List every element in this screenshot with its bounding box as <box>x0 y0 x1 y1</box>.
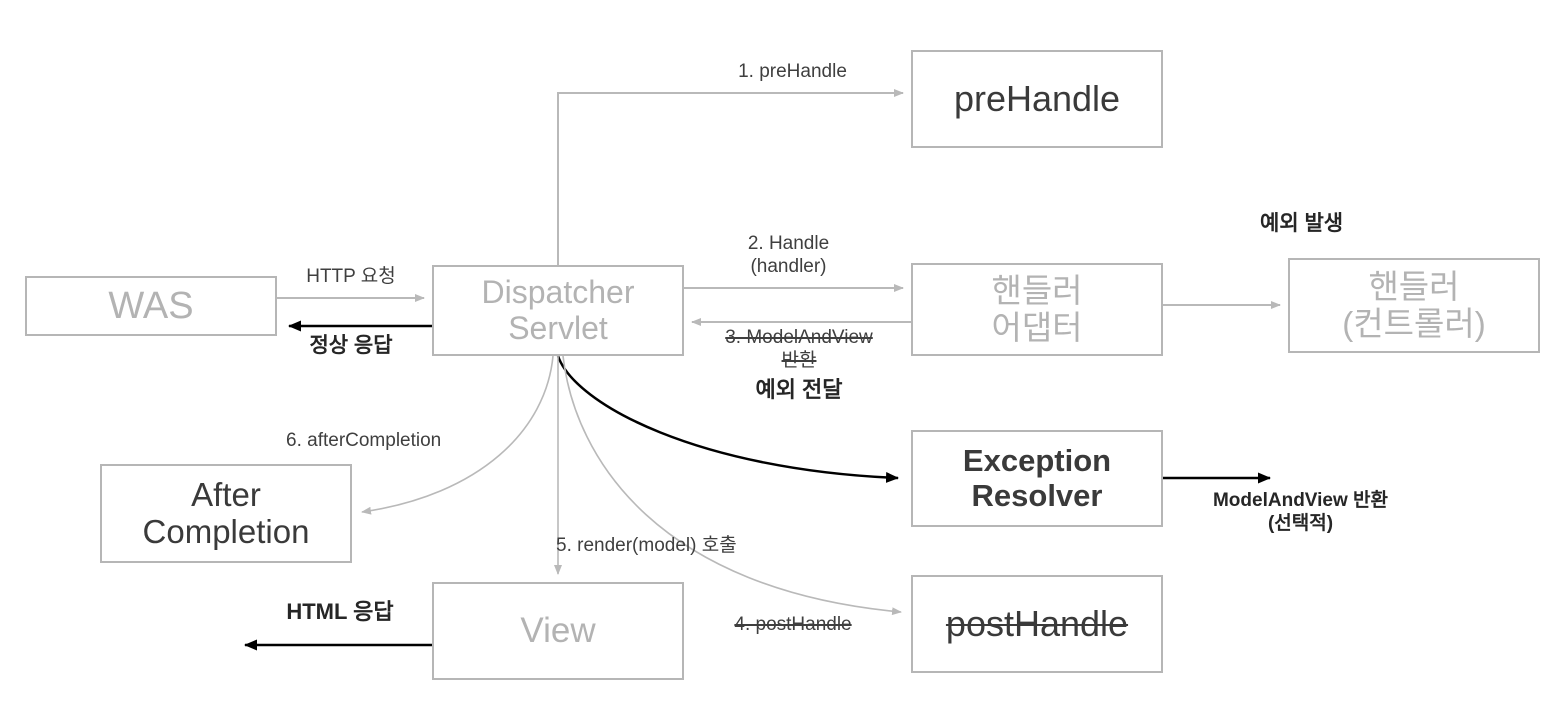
label-step5-render: 5. render(model) 호출 <box>556 535 737 556</box>
label-model-and-view-return: ModelAndView 반환 (선택적) <box>1212 490 1388 534</box>
node-post-handle[interactable]: postHandle <box>911 575 1163 673</box>
edge-exception-delivered <box>556 355 899 484</box>
label-step3-model-and-view: 3. ModelAndView 반환 <box>725 327 873 371</box>
label-exception-occurred: 예외 발생 <box>1260 212 1344 235</box>
label-exception-delivered: 예외 전달 <box>755 377 843 402</box>
label-step6-after-completion: 6. afterCompletion <box>286 430 442 451</box>
node-after-completion[interactable]: After Completion <box>100 464 352 563</box>
label-step2-handle: 2. Handle (handler) <box>747 233 830 277</box>
node-handler-adapter[interactable]: 핸들러 어댑터 <box>911 263 1163 356</box>
label-step1-pre-handle: 1. preHandle <box>738 61 847 82</box>
node-handler-controller[interactable]: 핸들러 (컨트롤러) <box>1288 258 1540 353</box>
label-html-response: HTML 응답 <box>286 599 394 624</box>
node-pre-handle[interactable]: preHandle <box>911 50 1163 148</box>
node-exception-resolver[interactable]: Exception Resolver <box>911 430 1163 527</box>
label-step4-post-handle: 4. postHandle <box>734 614 852 635</box>
label-http-request: HTTP 요청 <box>306 266 396 287</box>
node-view[interactable]: View <box>432 582 684 680</box>
label-normal-response: 정상 응답 <box>309 334 393 357</box>
node-dispatcher-servlet[interactable]: Dispatcher Servlet <box>432 265 684 356</box>
node-was[interactable]: WAS <box>25 276 277 336</box>
